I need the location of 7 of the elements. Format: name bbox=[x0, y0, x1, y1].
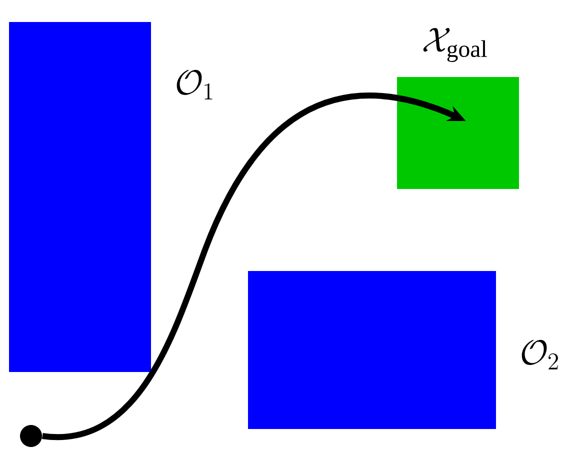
obstacle-rectangle bbox=[248, 271, 496, 429]
goal-rectangle bbox=[397, 77, 519, 189]
obstacle-label: $\mathcal{O}_2$ bbox=[522, 340, 558, 370]
goal-label: $\mathcal{X}_{\mathrm{goal}}$ bbox=[423, 28, 487, 62]
obstacle-rectangle bbox=[9, 22, 151, 372]
obstacle-label: $\mathcal{O}_1$ bbox=[176, 70, 212, 100]
start-dot bbox=[20, 424, 42, 447]
